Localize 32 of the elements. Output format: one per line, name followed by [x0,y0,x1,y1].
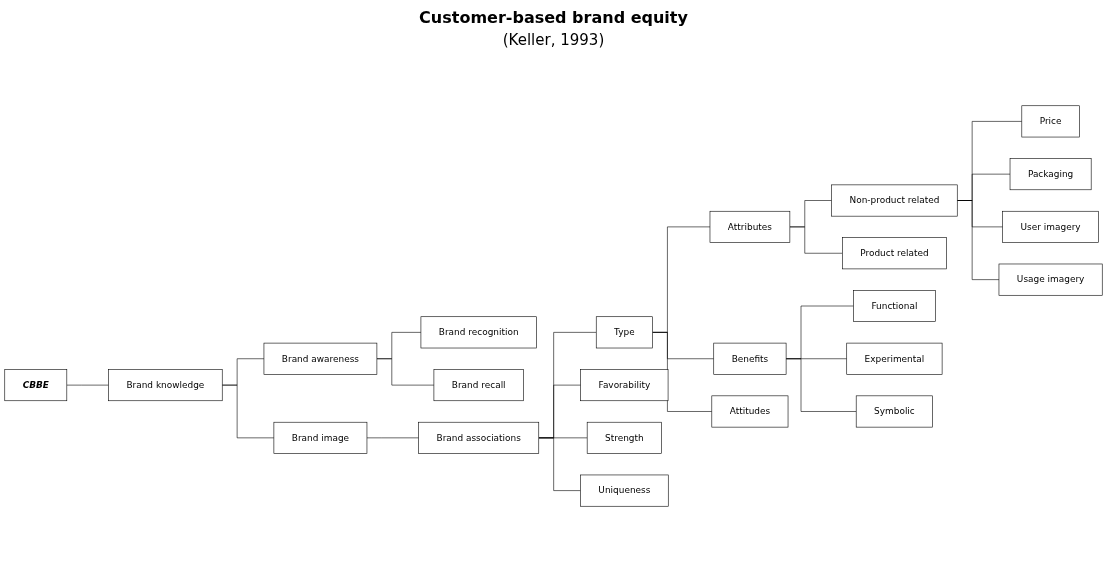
node-box: Functional [853,290,936,322]
diagram-title: Customer-based brand equity [419,8,688,27]
node-box: Brand awareness [263,342,378,375]
node-box: CBBE [4,369,68,402]
node-box: Price [1021,105,1080,138]
connector [789,226,843,254]
node-box: Product related [842,237,947,270]
node-box: Non-product related [831,184,958,217]
node-box: User imagery [1002,210,1099,243]
connector [366,437,419,439]
node-box: Usage imagery [998,263,1103,296]
node-box: Uniqueness [580,474,669,507]
node-box: Brand knowledge [108,369,223,402]
connector [538,437,581,491]
connector [956,200,1000,280]
node-box: Symbolic [855,395,933,428]
node-box: Brand associations [418,421,540,454]
node-box: Strength [586,421,662,454]
node-box: Benefits [713,342,787,375]
node-box: Brand recall [433,369,524,402]
citation-text: (Keller, 1993) [502,31,605,49]
node-box: Experimental [846,342,943,375]
node-box: Attitudes [711,395,789,428]
connector [376,358,435,386]
node-box: Attributes [709,210,791,243]
node-box: Brand recognition [420,316,537,349]
connector [221,384,275,439]
node-box: Favorability [580,369,669,402]
node-box: Packaging [1009,158,1092,191]
node-box: Brand image [273,421,368,454]
node-box: Type [595,316,653,349]
connector [785,358,857,412]
